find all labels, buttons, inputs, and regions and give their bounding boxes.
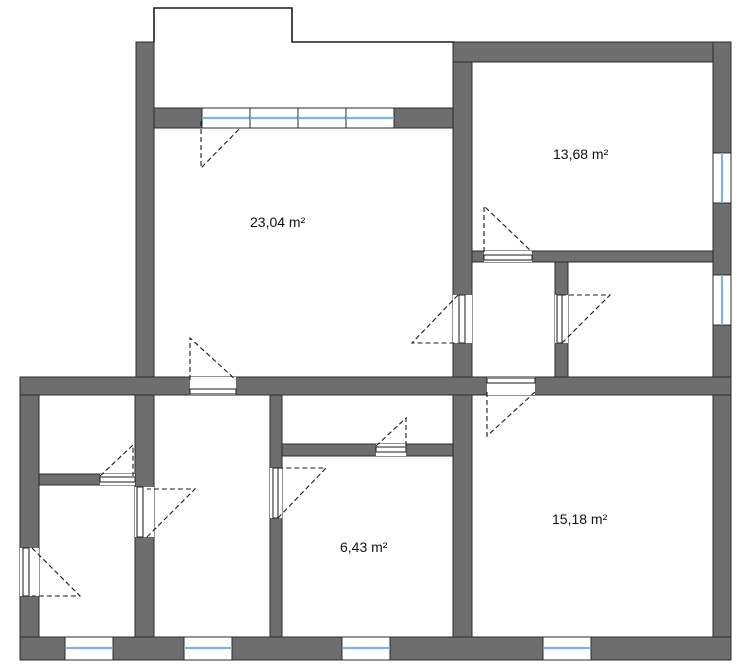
window-bottom-4 [542, 636, 592, 661]
panel-small-room [556, 294, 563, 344]
room-area-label: 6,43 m² [340, 539, 388, 555]
panel-hall-right [486, 377, 536, 384]
swing-hall-right [486, 391, 536, 438]
window-bottom-3 [341, 636, 391, 661]
wall-lower-left [19, 394, 40, 661]
wall-top-right [452, 41, 732, 63]
windows [64, 107, 732, 661]
panel-central [458, 294, 466, 344]
panel-living [189, 388, 237, 395]
panel-corridor [375, 446, 407, 453]
window-top-1 [201, 107, 251, 129]
door-swings [31, 117, 612, 597]
panel-lower-2 [272, 467, 279, 519]
window-bottom-2 [183, 636, 233, 661]
swing-lower-2 [277, 467, 328, 519]
wall-corridor [281, 443, 454, 457]
door-panels [22, 254, 563, 597]
wall-main-horizontal [19, 376, 732, 396]
panel-bath [22, 547, 30, 597]
swing-lower-1 [146, 488, 197, 538]
window-right-1 [712, 152, 732, 204]
panel-lower-1 [136, 486, 144, 538]
room-labels: 23,04 m² 13,68 m² 6,43 m² 15,18 m² [250, 146, 609, 555]
swing-lower-shelf [99, 443, 134, 477]
window-top-2 [249, 107, 299, 129]
room-area-label: 23,04 m² [250, 214, 306, 230]
wall-right [712, 41, 732, 661]
door-openings [20, 251, 568, 596]
swing-living [189, 336, 237, 381]
swing-small-room [561, 294, 612, 344]
swing-corridor [375, 416, 407, 447]
window-bottom-1 [64, 636, 114, 661]
swing-central [410, 294, 459, 344]
window-top-4 [345, 107, 395, 129]
room-area-label: 13,68 m² [553, 146, 609, 162]
panel-lower-shelf [99, 476, 136, 483]
balcony-outline [153, 7, 455, 43]
window-top-3 [297, 107, 347, 129]
window-right-2 [712, 274, 732, 326]
wall-mid-right [471, 250, 714, 263]
panel-room-b [483, 254, 533, 261]
walls [19, 41, 732, 661]
swing-bath [31, 547, 82, 597]
room-area-label: 15,18 m² [552, 511, 608, 527]
wall-upper-left [135, 41, 155, 381]
swing-room-b [483, 204, 533, 253]
